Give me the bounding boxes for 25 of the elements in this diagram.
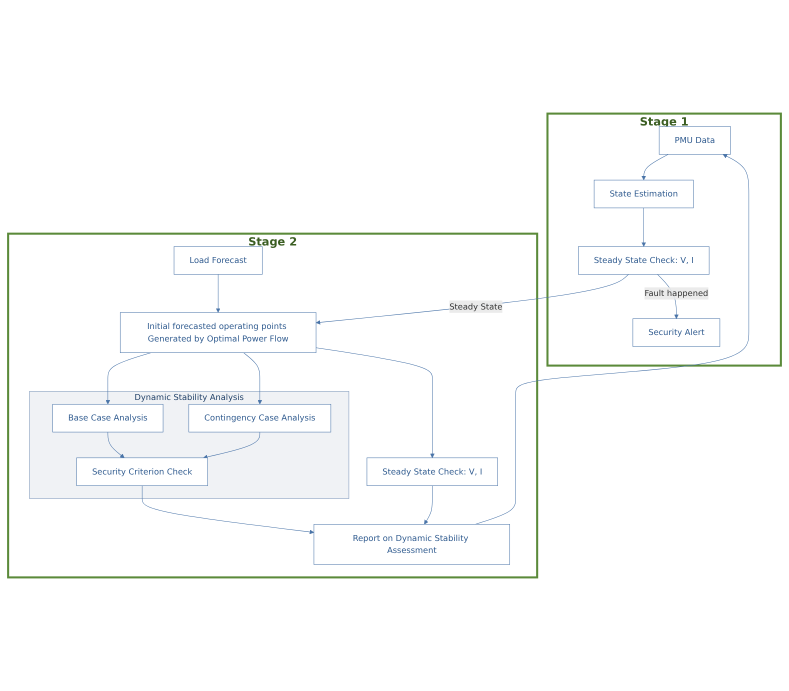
- node-box: Steady State Check: V, I: [366, 458, 498, 486]
- arrow: [243, 352, 262, 404]
- arrow: [203, 432, 260, 460]
- node-box: Security Criterion Check: [76, 458, 208, 486]
- arrow: [142, 485, 314, 534]
- arrow: [216, 274, 220, 313]
- node-box: PMU Data: [658, 126, 731, 155]
- node-box: Base Case Analysis: [52, 404, 164, 432]
- arrow: [316, 274, 629, 325]
- arrow: [424, 485, 433, 525]
- arrow: [108, 432, 125, 458]
- arrow: [106, 352, 152, 404]
- arrow: [474, 154, 750, 525]
- node-box: Report on Dynamic Stability Assessment: [314, 524, 510, 565]
- edge-label: Fault happened: [644, 288, 708, 298]
- arrow: [641, 208, 646, 247]
- node-box: State Estimation: [594, 180, 694, 208]
- arrow: [316, 347, 435, 458]
- edge-label: Steady State: [449, 302, 502, 312]
- node-box: Security Alert: [632, 318, 720, 347]
- node-box: Steady State Check: V, I: [578, 246, 710, 275]
- node-box: Load Forecast: [174, 246, 262, 275]
- node-box: Initial forecasted operating points Generated by Optimal Power Flow: [120, 312, 316, 353]
- arrow: [641, 154, 669, 180]
- node-box: Contingency Case Analysis: [188, 404, 332, 432]
